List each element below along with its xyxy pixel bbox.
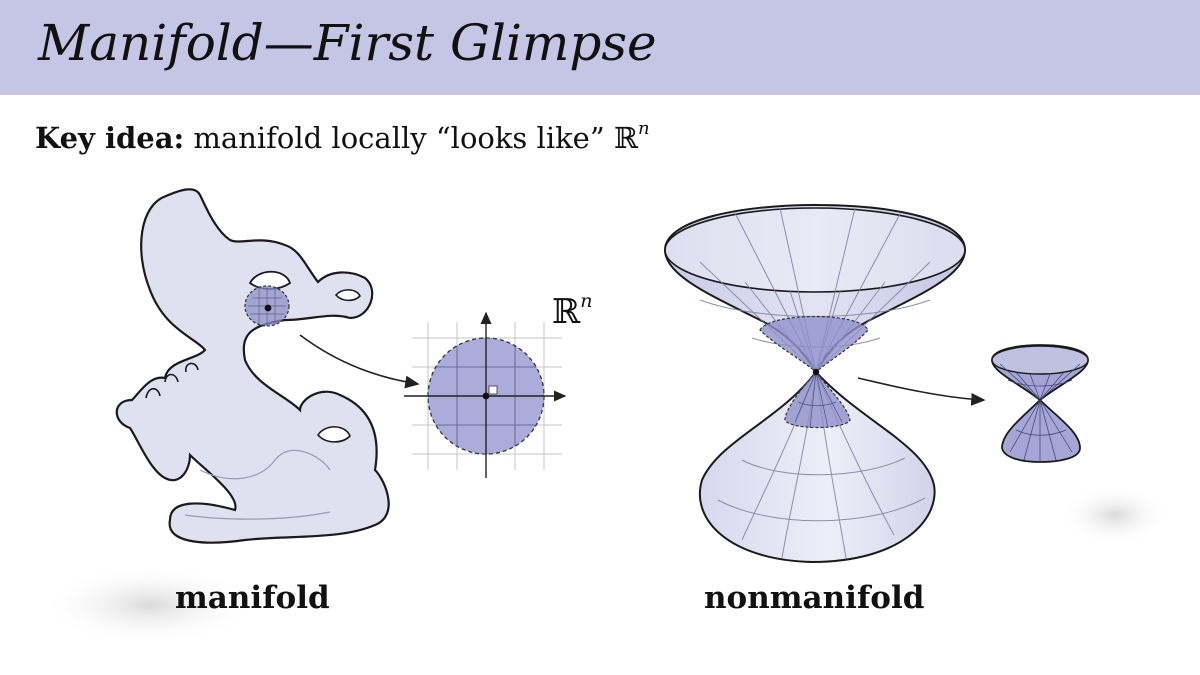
manifold-caption: manifold [175, 580, 330, 616]
manifold-hole-2 [334, 289, 361, 302]
key-idea-line: Key idea: manifold locally “looks like” … [35, 118, 650, 155]
small-lower-cone [1001, 398, 1081, 463]
manifold-shadow [40, 565, 260, 645]
key-idea-superscript: n [637, 118, 650, 139]
rn-label: ℝn [552, 290, 593, 332]
rn-chart [404, 311, 567, 478]
manifold-surface [115, 188, 390, 544]
key-idea-text: manifold locally “looks like” ℝ [184, 121, 638, 155]
upper-cone-rim [664, 207, 966, 293]
small-cone-shadow [1060, 485, 1170, 545]
nonmanifold-caption: nonmanifold [704, 580, 925, 616]
upper-cone-neighborhood [759, 315, 869, 373]
chart-arrow [299, 334, 420, 389]
manifold-point [264, 304, 272, 312]
small-double-cone [991, 344, 1089, 463]
rn-superscript: n [580, 290, 593, 312]
rn-small-square [488, 385, 498, 395]
manifold-shape [115, 188, 390, 544]
rn-symbol: ℝ [552, 292, 581, 332]
cone-arrow [857, 377, 986, 406]
title-bar [0, 0, 1200, 95]
cone-apex-point [812, 368, 820, 376]
rn-origin-point [482, 392, 490, 400]
key-idea-label: Key idea: [35, 121, 185, 155]
manifold-hole-3 [316, 426, 351, 443]
slide-title: Manifold—First Glimpse [38, 14, 657, 72]
double-cone [663, 203, 967, 564]
lower-cone-neighborhood [784, 371, 851, 429]
